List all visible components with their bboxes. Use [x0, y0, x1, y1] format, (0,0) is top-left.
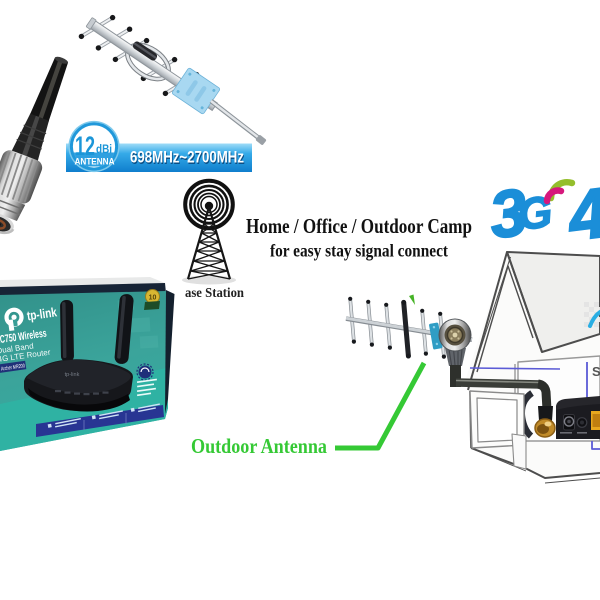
svg-text:tp-link: tp-link	[65, 372, 80, 378]
svg-text:for easy stay signal connect: for easy stay signal connect	[270, 241, 448, 261]
svg-text:4: 4	[562, 173, 600, 255]
svg-text:ANTENNA: ANTENNA	[75, 157, 115, 168]
svg-text:698MHz~2700MHz: 698MHz~2700MHz	[130, 148, 244, 167]
svg-text:S: S	[592, 364, 600, 379]
svg-text:Archer MR200: Archer MR200	[1, 363, 26, 372]
svg-text:Home / Office / Outdoor Camp: Home / Office / Outdoor Camp	[246, 214, 472, 238]
svg-text:Outdoor Antenna: Outdoor Antenna	[191, 434, 327, 458]
svg-text:G: G	[515, 187, 555, 240]
svg-text:dBi: dBi	[96, 144, 112, 156]
svg-text:tp-link: tp-link	[26, 304, 58, 323]
svg-text:12: 12	[75, 131, 95, 161]
svg-text:ase Station: ase Station	[185, 286, 244, 301]
svg-text:10: 10	[149, 295, 157, 302]
